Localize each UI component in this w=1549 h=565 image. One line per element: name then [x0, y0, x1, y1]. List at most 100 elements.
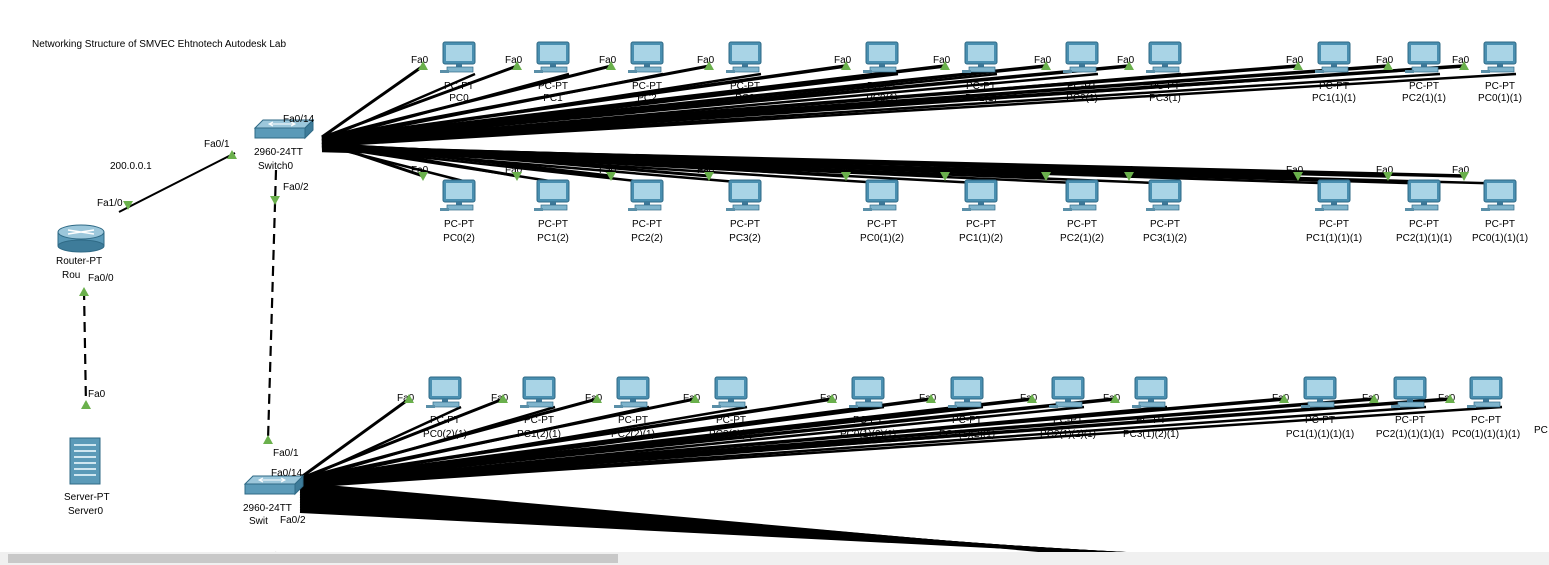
link-cable — [321, 64, 612, 140]
pc-screen — [526, 380, 552, 396]
router-icon — [57, 224, 105, 253]
pc-screen — [1055, 380, 1081, 396]
pc-type-label: PC-PT — [632, 219, 662, 230]
pc-icon — [520, 376, 556, 408]
router-type-label: Router-PT — [56, 256, 102, 267]
pc-screen — [1069, 45, 1095, 61]
pc-screen — [954, 380, 980, 396]
port-marker — [227, 150, 237, 159]
pc-keyboard — [540, 66, 568, 73]
pc-name-label: PC0(1)(1)(1) — [1472, 233, 1528, 244]
pc-stand — [456, 202, 462, 205]
link-cable — [299, 405, 1427, 488]
pc-keyboard — [1411, 204, 1439, 211]
pc-type-label: PC-PT — [1471, 415, 1501, 426]
pc-keyboard — [1069, 204, 1097, 211]
pc-screen — [1307, 380, 1333, 396]
link-cable — [299, 397, 410, 480]
link-cable — [299, 397, 932, 483]
pc-mouse — [1405, 70, 1414, 73]
link-cable — [266, 169, 278, 441]
pc-keyboard — [446, 66, 474, 73]
pc-mouse — [1146, 70, 1155, 73]
pc-name-label: PC3(1) — [1149, 93, 1181, 104]
pc-port-label: Fa0 — [491, 393, 509, 404]
pc-icon — [1146, 179, 1182, 211]
pc-screen — [968, 45, 994, 61]
pc-stand — [442, 399, 448, 402]
pc-stand — [536, 399, 542, 402]
link-cable — [321, 64, 1465, 145]
pc-type-label: PC-PT — [966, 81, 996, 92]
pc-keyboard — [1397, 401, 1425, 408]
pc-name-label: PC2(1)(1)(1)(1) — [1376, 429, 1444, 440]
port-marker — [1459, 172, 1469, 181]
scrollbar-thumb[interactable] — [8, 554, 618, 563]
pc-port-label: Fa0 — [1103, 393, 1121, 404]
pc-type-label: PC-PT — [1319, 219, 1349, 230]
port-marker — [1383, 172, 1393, 181]
pc-port-label: Fa0 — [1034, 165, 1052, 176]
pc-stand — [1483, 399, 1489, 402]
pc-mouse — [962, 70, 971, 73]
port-marker — [704, 172, 714, 181]
pc-stand — [1079, 64, 1085, 67]
pc-mouse — [849, 405, 858, 408]
pc-port-label: Fa0 — [1452, 55, 1470, 66]
pc-port-label: Fa0 — [1286, 55, 1304, 66]
port-marker — [606, 61, 616, 70]
pc-screen — [540, 45, 566, 61]
pc-mouse — [1467, 405, 1476, 408]
pc-icon — [726, 179, 762, 211]
pc-icon — [628, 179, 664, 211]
port-marker — [512, 61, 522, 70]
pc-name-label: PC0(1)(1) — [1478, 93, 1522, 104]
pc-stand — [742, 202, 748, 205]
pc-keyboard — [1321, 204, 1349, 211]
pc-icon — [1481, 41, 1517, 73]
port-marker — [123, 201, 133, 210]
port-marker — [1110, 394, 1120, 403]
pc-name-label: PC2(1)(2) — [1060, 233, 1104, 244]
port-marker — [940, 61, 950, 70]
pc-name-label: PC0(1)(2) — [860, 233, 904, 244]
pc-stand — [978, 64, 984, 67]
pc-icon — [1405, 41, 1441, 73]
port-marker — [1369, 394, 1379, 403]
link-cable — [299, 397, 598, 481]
pc-name-label: PC1(2)(1) — [517, 429, 561, 440]
pc-screen — [432, 380, 458, 396]
pc-stand — [879, 64, 885, 67]
server-type-label: Server-PT — [64, 492, 110, 503]
switch-model-label: 2960-24TT — [243, 503, 292, 514]
pc-keyboard — [540, 204, 568, 211]
pc-screen — [1487, 183, 1513, 199]
pc-port-label: Fa0 — [1438, 393, 1456, 404]
pc-icon — [534, 179, 570, 211]
port-marker — [81, 400, 91, 409]
pc-mouse — [863, 208, 872, 211]
pc-stand — [1331, 202, 1337, 205]
pc-screen — [1473, 380, 1499, 396]
pc-name-label: PC0(1)(2)(1) — [840, 429, 896, 440]
port-marker — [606, 172, 616, 181]
pc-keyboard — [634, 66, 662, 73]
pc-type-label: PC-PT — [444, 81, 474, 92]
link-cable — [299, 397, 1451, 486]
horizontal-scrollbar[interactable] — [0, 552, 1549, 565]
pc-icon — [1132, 376, 1168, 408]
pc-stand — [1421, 202, 1427, 205]
switch-port-label: Gig0/2 — [326, 131, 356, 142]
pc-screen — [1411, 45, 1437, 61]
pc-type-label: PC-PT — [1053, 415, 1083, 426]
pc-type-label: PC-PT — [1319, 81, 1349, 92]
pc-stand — [964, 399, 970, 402]
pc-name-label: PC0 — [449, 93, 469, 104]
pc-type-label: PC-PT — [618, 415, 648, 426]
switch-name-label: Switch0 — [258, 161, 293, 172]
pc-icon — [534, 41, 570, 73]
pc-icon — [1481, 179, 1517, 211]
pc-type-label: PC-PT — [524, 415, 554, 426]
switch-name-label: Swit — [249, 516, 268, 527]
